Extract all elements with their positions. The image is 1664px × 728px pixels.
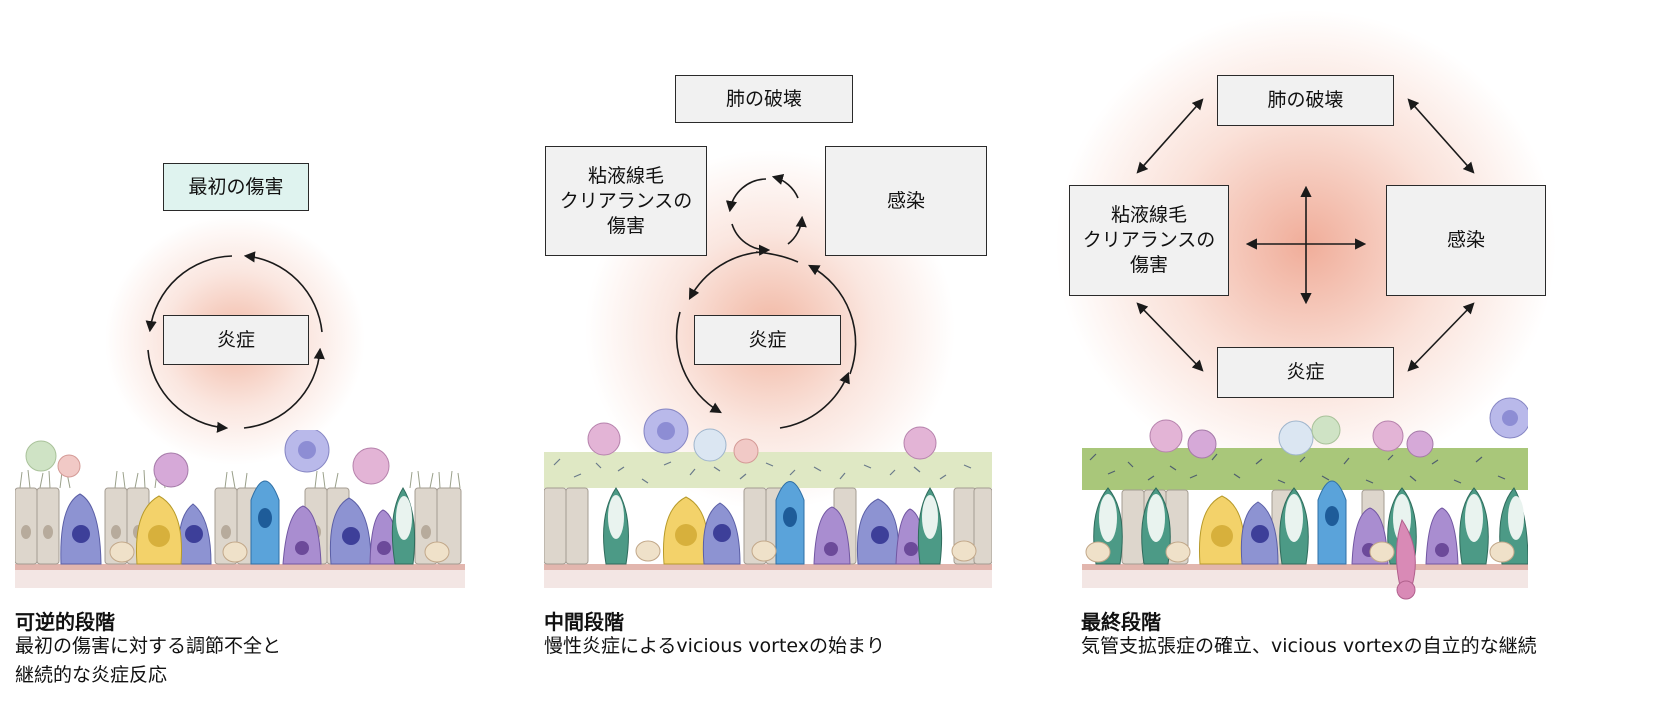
vicious-vortex-arrows [675, 174, 857, 429]
airway-epithelium-illustration [1082, 397, 1528, 600]
stage2-panel: 肺の破壊 粘液線毛 クリアランスの 傷害 感染 炎症 [530, 0, 1010, 728]
infection-box: 感染 [1386, 185, 1546, 296]
stage3-description: 気管支拡張症の確立、vicious vortexの自立的な継続 [1081, 635, 1537, 657]
infection-box: 感染 [825, 146, 987, 256]
lung-destruction-box: 肺の破壊 [1217, 75, 1394, 126]
inflammation-cycle-arrows [145, 251, 325, 433]
stage2-description: 慢性炎症によるvicious vortexの始まり [544, 635, 886, 657]
inflammation-box: 炎症 [1217, 347, 1394, 398]
bidirectional-arrows [1136, 98, 1475, 372]
stage1-description: 最初の傷害に対する調節不全と 継続的な炎症反応 [15, 635, 282, 686]
stage3-panel: 肺の破壊 粘液線毛 クリアランスの 傷害 感染 炎症 [1056, 0, 1664, 728]
stage1-title: 可逆的段階 [15, 610, 115, 634]
airway-epithelium-illustration [544, 408, 992, 588]
stage3-title: 最終段階 [1081, 610, 1161, 634]
stage2-title: 中間段階 [544, 610, 624, 634]
mucociliary-clearance-box: 粘液線毛 クリアランスの 傷害 [545, 146, 707, 256]
stage1-panel: 最初の傷害 炎症 [0, 0, 520, 728]
inflammation-box: 炎症 [163, 315, 309, 365]
mucociliary-clearance-box: 粘液線毛 クリアランスの 傷害 [1069, 185, 1229, 296]
initial-injury-box: 最初の傷害 [163, 163, 309, 211]
lung-destruction-box: 肺の破壊 [675, 75, 853, 123]
airway-epithelium-illustration [15, 430, 465, 588]
inflammation-box: 炎症 [694, 315, 841, 365]
